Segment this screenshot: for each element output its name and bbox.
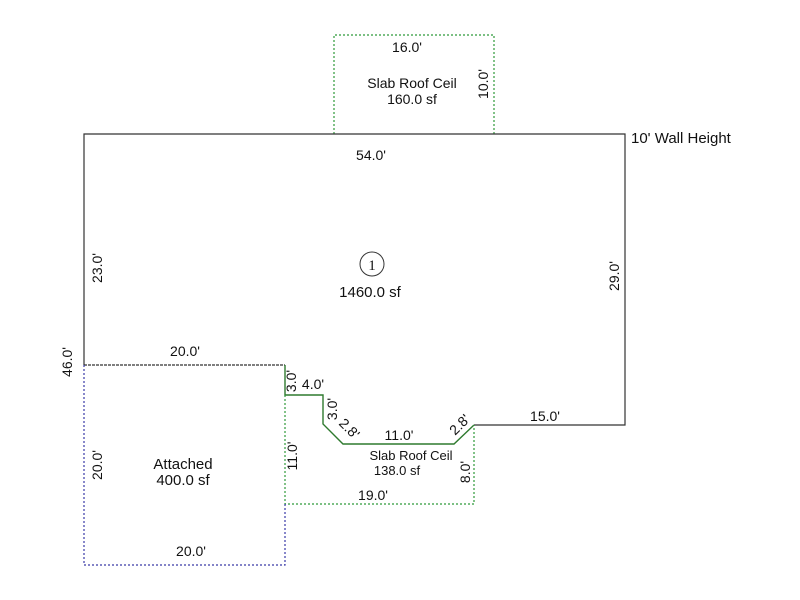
top-slab-outline xyxy=(333,34,495,134)
dim-notch-bottom: 11.0' xyxy=(385,427,414,443)
bottom-slab-bottom: 19.0' xyxy=(358,487,388,503)
bottom-slab-right: 8.0' xyxy=(457,461,473,483)
bottom-slab-name: Slab Roof Ceil xyxy=(369,448,452,463)
top-slab-height: 10.0' xyxy=(475,69,491,99)
attached-area: 400.0 sf xyxy=(156,472,210,489)
main-wall-outline xyxy=(83,133,626,426)
area-number-circle xyxy=(359,251,385,277)
dim-left-upper: 23.0' xyxy=(89,253,105,283)
dim-step-down: 3.0' xyxy=(283,370,299,392)
area-number: 1 xyxy=(368,258,376,274)
top-slab-name: Slab Roof Ceil xyxy=(367,75,457,91)
top-slab-area: 160.0 sf xyxy=(387,91,437,107)
attached-outline xyxy=(83,365,286,566)
dim-top: 54.0' xyxy=(356,147,386,163)
attached-bottom: 20.0' xyxy=(176,543,206,559)
main-area-value: 1460.0 sf xyxy=(339,284,402,301)
dim-diag-right: 2.8' xyxy=(446,411,473,438)
dim-notch-down: 3.0' xyxy=(324,398,340,420)
dim-right: 29.0' xyxy=(606,261,622,291)
dim-step-over: 4.0' xyxy=(302,376,324,392)
top-slab-width: 16.0' xyxy=(392,39,422,55)
bottom-slab-left: 11.0' xyxy=(284,442,300,471)
attached-left: 20.0' xyxy=(89,450,105,480)
attached-name: Attached xyxy=(153,456,212,473)
dim-diag-left: 2.8' xyxy=(336,415,363,442)
dim-bottom-right: 15.0' xyxy=(530,408,560,424)
dim-garage-top: 20.0' xyxy=(170,343,200,359)
bottom-slab-area: 138.0 sf xyxy=(374,463,421,478)
bottom-slab-outline xyxy=(284,395,475,505)
wall-height-label: 10' Wall Height xyxy=(631,130,732,147)
dim-left-total: 46.0' xyxy=(59,347,75,377)
